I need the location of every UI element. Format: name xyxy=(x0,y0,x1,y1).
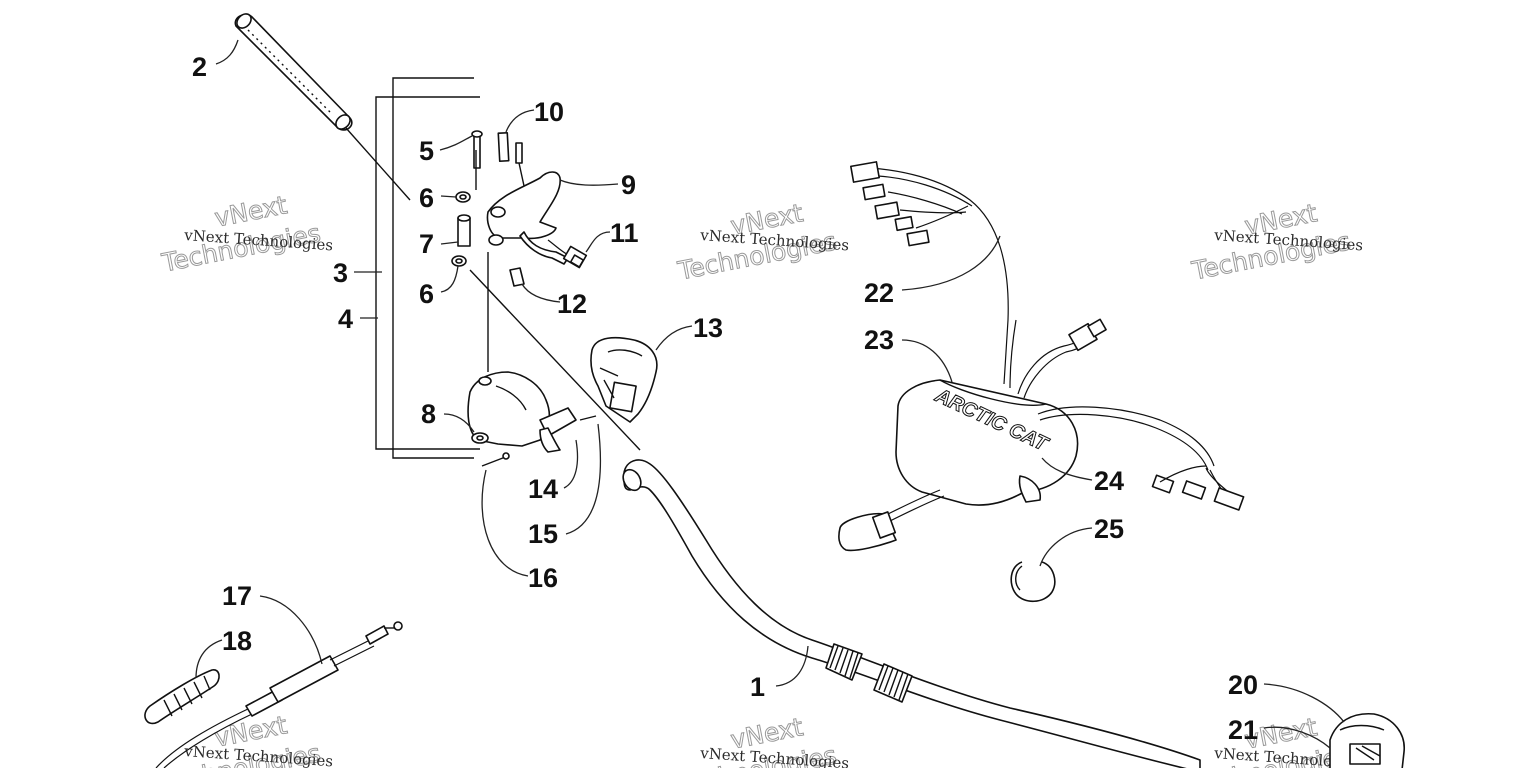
leader-25 xyxy=(1039,527,1093,567)
callout-17: 17 xyxy=(222,581,252,611)
callout-11: 11 xyxy=(610,218,639,248)
throttle-housing xyxy=(467,371,577,453)
leader-17 xyxy=(259,595,323,665)
callout-18: 18 xyxy=(222,626,252,656)
leader-6a xyxy=(440,195,457,198)
leader-8 xyxy=(443,413,475,433)
throttle-lever xyxy=(486,171,569,265)
callout-6a: 6 xyxy=(419,183,434,213)
throttle-cable xyxy=(155,621,403,768)
callout-12: 12 xyxy=(557,289,587,319)
callout-13: 13 xyxy=(693,313,723,343)
callout-21: 21 xyxy=(1228,715,1258,745)
callout-9: 9 xyxy=(621,170,636,200)
callout-6b: 6 xyxy=(419,279,434,309)
handlebar-pad: ARCTIC CAT xyxy=(895,379,1079,506)
callout-2: 2 xyxy=(192,52,207,82)
callout-24: 24 xyxy=(1094,466,1124,496)
callout-3: 3 xyxy=(333,258,348,288)
leader-7 xyxy=(440,241,459,245)
callout-25: 25 xyxy=(1094,514,1124,544)
callout-23: 23 xyxy=(864,325,894,355)
leader-21 xyxy=(1263,726,1331,749)
right-switch-housing xyxy=(1329,713,1405,768)
magnet-pieces xyxy=(497,131,527,196)
callout-8: 8 xyxy=(421,399,436,429)
leader-20 xyxy=(1263,683,1345,723)
leader-13 xyxy=(655,325,693,351)
pin xyxy=(471,130,483,169)
leader-2 xyxy=(215,39,239,65)
leader-6b xyxy=(440,265,459,293)
callout-5: 5 xyxy=(419,136,434,166)
leader-9 xyxy=(559,179,619,186)
knurled-section-b xyxy=(873,663,913,703)
washer-upper xyxy=(455,191,471,203)
hand-grip xyxy=(234,13,353,131)
leader-23 xyxy=(901,339,953,383)
switch-housing xyxy=(590,336,658,423)
cable-boot xyxy=(144,669,220,725)
callout-15: 15 xyxy=(528,519,558,549)
spacer-bushing xyxy=(457,214,471,247)
cable-tie xyxy=(1010,561,1056,603)
watermark-4: vNext Technologies xyxy=(158,710,323,768)
leader-16 xyxy=(481,469,529,577)
leader-1 xyxy=(775,645,809,687)
callout-4: 4 xyxy=(338,304,353,334)
leader-18 xyxy=(195,639,223,679)
leader-11 xyxy=(585,231,611,253)
harness-extension xyxy=(838,318,1245,552)
callout-1: 1 xyxy=(750,672,765,702)
callout-10: 10 xyxy=(534,97,564,127)
leader-12 xyxy=(521,283,561,303)
callout-14: 14 xyxy=(528,474,558,504)
wire-harness xyxy=(850,161,1017,389)
leader-5 xyxy=(439,135,473,151)
callout-22: 22 xyxy=(864,278,894,308)
leader-24 xyxy=(1041,457,1093,481)
knurled-section-a xyxy=(825,643,863,681)
handlebar xyxy=(622,459,1201,768)
leader-10 xyxy=(505,109,535,133)
leader-15 xyxy=(565,423,602,535)
switch-connector xyxy=(547,239,588,269)
washer-lower xyxy=(451,255,467,267)
clip xyxy=(509,267,525,287)
callout-20: 20 xyxy=(1228,670,1258,700)
callout-7: 7 xyxy=(419,229,434,259)
callout-16: 16 xyxy=(528,563,558,593)
screws xyxy=(481,415,597,467)
bracket-group-4 xyxy=(375,96,480,450)
bracket-group-3 xyxy=(392,77,474,459)
leader-22 xyxy=(901,235,1001,291)
leader-14 xyxy=(563,439,579,489)
